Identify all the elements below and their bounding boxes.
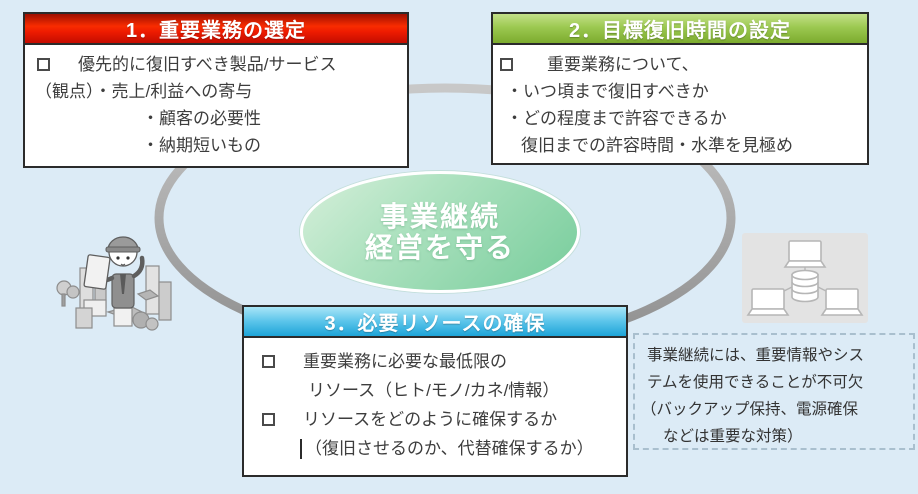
checklist-item-text: 優先的に復旧すべき製品/サービス — [78, 55, 337, 74]
step3-header: 3．必要リソースの確保 — [244, 307, 626, 338]
step3-panel: 3．必要リソースの確保 重要業務に必要な最低限の リソース（ヒト/モノ/カネ/情… — [242, 305, 628, 477]
step1-header: 1．重要業務の選定 — [25, 14, 407, 45]
center-goal-line2: 経営を守る — [364, 232, 515, 263]
checklist-item: ・顧客の必要性 — [25, 105, 407, 132]
step2-title: 2．目標復旧時間の設定 — [568, 20, 792, 42]
checklist-item-text: 重要業務について、 — [547, 55, 699, 74]
text-cursor — [300, 438, 302, 459]
checklist-item-text: 復旧までの許容時間・水準を見極め — [521, 136, 793, 155]
checklist-item: ・いつ頃まで復旧すべきか — [493, 78, 867, 105]
checklist-item-text: リソースをどのように確保するか — [303, 410, 558, 429]
worker-surveying-city-icon — [56, 236, 172, 331]
checklist-item: ・どの程度まで許容できるか — [493, 105, 867, 132]
checklist-item: 重要業務に必要な最低限の — [244, 347, 626, 376]
step1-title: 1．重要業務の選定 — [125, 20, 307, 42]
buildings-icon — [56, 265, 172, 331]
laptop-icon — [783, 240, 827, 268]
checklist-item-text: 重要業務に必要な最低限の — [303, 352, 507, 371]
step2-header: 2．目標復旧時間の設定 — [493, 14, 867, 45]
checkbox-icon — [262, 413, 275, 426]
step3-title: 3．必要リソースの確保 — [324, 313, 546, 335]
checklist-item-text: （復旧させるのか、代替確保するか） — [305, 439, 594, 458]
laptop-icon — [820, 288, 864, 316]
checklist-item: 重要業務について、 — [493, 51, 867, 78]
checkbox-icon — [262, 355, 275, 368]
checklist-item: 優先的に復旧すべき製品/サービス — [25, 51, 407, 78]
checklist-item-text: ・どの程度まで許容できるか — [506, 109, 727, 128]
database-icon — [791, 269, 819, 303]
checkbox-icon — [500, 58, 513, 71]
checklist-item-text: ・顧客の必要性 — [142, 109, 261, 128]
center-goal-line1: 事業継続 — [379, 201, 500, 232]
note-line: などは重要な対策） — [663, 428, 803, 445]
step2-body: 重要業務について、 ・いつ頃まで復旧すべきか ・どの程度まで許容できるか 復旧ま… — [493, 45, 867, 159]
note-box: 事業継続には、重要情報やシス テムを使用できることが不可欠 （バックアップ保持、… — [633, 333, 915, 450]
checklist-item: （観点）・売上/利益への寄与 — [25, 78, 407, 105]
checklist-item: リソースをどのように確保するか — [244, 405, 626, 434]
checklist-item: （復旧させるのか、代替確保するか） — [244, 434, 626, 463]
step2-panel: 2．目標復旧時間の設定 重要業務について、 ・いつ頃まで復旧すべきか ・どの程度… — [491, 12, 869, 165]
checklist-item-text: リソース（ヒト/モノ/カネ/情報） — [308, 381, 560, 400]
laptops-database-network-icon — [742, 233, 868, 323]
note-line: （バックアップ保持、電源確保 — [641, 401, 859, 418]
worker-icon — [83, 236, 145, 309]
note-line: テムを使用できることが不可欠 — [647, 374, 864, 391]
note-line: 事業継続には、重要情報やシス — [647, 347, 865, 364]
laptop-icon — [746, 288, 790, 316]
checklist-item-text: ・いつ頃まで復旧すべきか — [506, 82, 709, 101]
checklist-item-text: ・納期短いもの — [142, 136, 261, 155]
checklist-item: リソース（ヒト/モノ/カネ/情報） — [244, 376, 626, 405]
checklist-item-text: （観点）・売上/利益への寄与 — [35, 82, 253, 101]
checkbox-icon — [37, 58, 50, 71]
checklist-item: 復旧までの許容時間・水準を見極め — [493, 132, 867, 159]
step3-body: 重要業務に必要な最低限の リソース（ヒト/モノ/カネ/情報） リソースをどのよう… — [244, 338, 626, 463]
step1-panel: 1．重要業務の選定 優先的に復旧すべき製品/サービス （観点）・売上/利益への寄… — [23, 12, 409, 168]
center-goal-ellipse: 事業継続 経営を守る — [300, 171, 580, 293]
checklist-item: ・納期短いもの — [25, 132, 407, 159]
step1-body: 優先的に復旧すべき製品/サービス （観点）・売上/利益への寄与 ・顧客の必要性 … — [25, 45, 407, 159]
